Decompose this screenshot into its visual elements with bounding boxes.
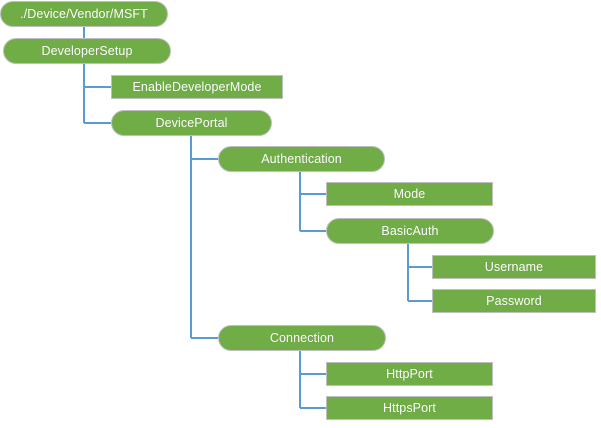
node-mode[interactable]: Mode — [326, 182, 493, 206]
node-deviceportal[interactable]: DevicePortal — [111, 110, 272, 136]
node-root[interactable]: ./Device/Vendor/MSFT — [0, 1, 168, 27]
node-label-authentication: Authentication — [261, 151, 342, 166]
node-label-connection: Connection — [269, 330, 335, 345]
node-httpsport[interactable]: HttpsPort — [326, 396, 493, 420]
node-developersetup[interactable]: DeveloperSetup — [3, 38, 171, 64]
node-basicauth[interactable]: BasicAuth — [326, 218, 494, 244]
connector-developersetup-to-deviceportal — [83, 64, 111, 124]
node-username[interactable]: Username — [432, 255, 596, 279]
node-httpport[interactable]: HttpPort — [326, 362, 493, 386]
node-label-enabledevelopermode: EnableDeveloperMode — [132, 79, 262, 94]
connector-authentication-to-basicauth — [299, 172, 326, 232]
node-label-basicauth: BasicAuth — [381, 223, 439, 238]
node-label-deviceportal: DevicePortal — [155, 115, 228, 130]
connector-basicauth-to-username — [407, 244, 432, 268]
connector-connection-to-httpsport — [299, 351, 326, 409]
node-authentication[interactable]: Authentication — [218, 146, 385, 172]
connector-deviceportal-to-authentication — [190, 136, 218, 160]
connector-basicauth-to-password — [407, 244, 432, 302]
node-label-developersetup: DeveloperSetup — [41, 43, 133, 58]
node-enabledevelopermode[interactable]: EnableDeveloperMode — [111, 75, 283, 99]
node-label-httpport: HttpPort — [386, 366, 433, 381]
node-label-username: Username — [484, 259, 544, 274]
node-password[interactable]: Password — [432, 289, 596, 313]
node-connection[interactable]: Connection — [218, 325, 386, 351]
node-label-password: Password — [486, 293, 542, 308]
connector-developersetup-to-enabledevelopermode — [83, 64, 111, 88]
node-label-httpsport: HttpsPort — [383, 400, 436, 415]
connector-authentication-to-mode — [299, 172, 326, 195]
node-label-root: ./Device/Vendor/MSFT — [20, 6, 148, 21]
connector-connection-to-httpport — [299, 351, 326, 375]
node-label-mode: Mode — [393, 186, 426, 201]
connector-deviceportal-to-connection — [190, 136, 218, 339]
